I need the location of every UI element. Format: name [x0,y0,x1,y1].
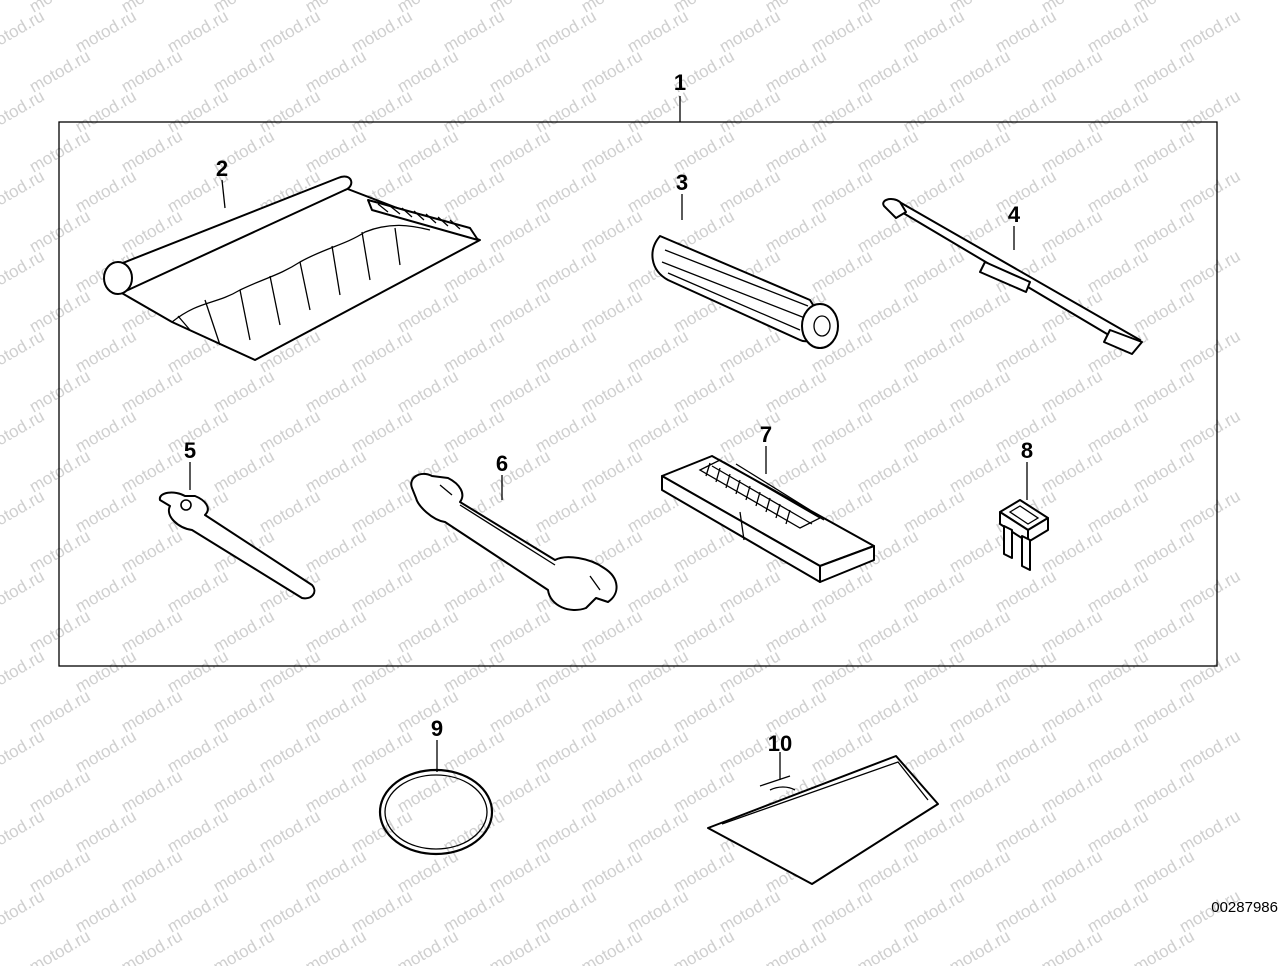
callout-1: 1 [674,70,686,95]
callout-2: 2 [216,156,228,181]
callout-9: 9 [431,716,443,741]
spare-fuse[interactable] [999,499,1049,571]
open-end-wrench[interactable] [410,472,618,611]
callout-7: 7 [760,422,772,447]
hook-spanner[interactable] [158,491,316,600]
callout-8: 8 [1021,438,1033,463]
tool-roll-bag[interactable] [103,175,481,361]
callout-6: 6 [496,451,508,476]
document-folder[interactable] [707,755,939,885]
callout-3: 3 [676,170,688,195]
callout-4: 4 [1008,202,1021,227]
tool-kit-frame [58,121,1218,667]
o-ring[interactable] [378,768,494,856]
screwdriver-handle[interactable] [651,235,839,349]
callout-10: 10 [768,731,792,756]
fuse-puller-clip[interactable] [661,455,875,583]
catalog-number: 00287986 [1211,899,1278,916]
callout-5: 5 [184,438,196,463]
screwdriver-bit[interactable] [882,198,1143,355]
